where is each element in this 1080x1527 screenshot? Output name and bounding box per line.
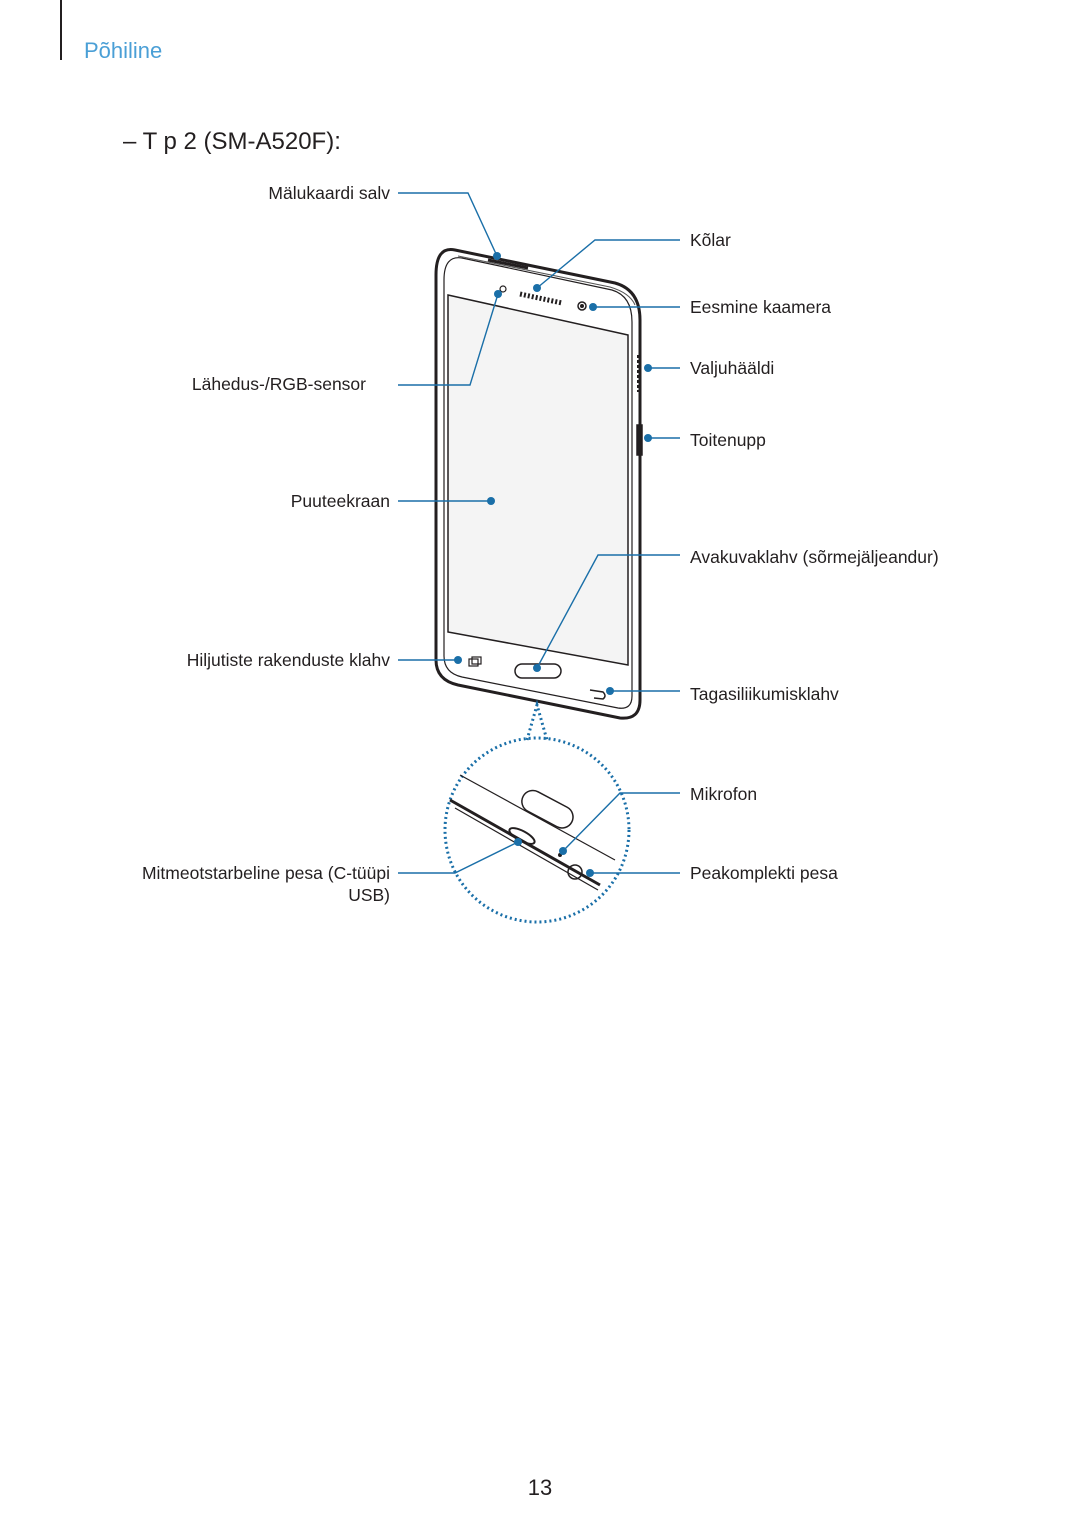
label-home-key: Avakuvaklahv (sõrmejäljeandur) xyxy=(690,547,939,567)
label-back-key: Tagasiliikumisklahv xyxy=(690,684,839,704)
label-earphone-jack: Peakomplekti pesa xyxy=(690,863,838,883)
label-speaker: Kõlar xyxy=(690,230,731,250)
label-recent-apps-key: Hiljutiste rakenduste klahv xyxy=(186,650,390,670)
label-multipurpose-jack-line1: Mitmeotstarbeline pesa (C-tüüpi xyxy=(141,863,390,883)
label-touchscreen: Puuteekraan xyxy=(290,491,390,511)
label-multipurpose-jack-line2: USB) xyxy=(348,885,390,905)
section-title: Põhiline xyxy=(84,38,163,63)
label-memory-card-tray: Mälukaardi salv xyxy=(268,183,390,203)
label-front-camera: Eesmine kaamera xyxy=(690,297,832,317)
section-divider xyxy=(60,0,62,60)
label-microphone: Mikrofon xyxy=(690,784,758,804)
zoomed-bottom-edge xyxy=(449,774,616,891)
callout-dots xyxy=(454,252,652,877)
label-power-key: Toitenupp xyxy=(690,430,766,450)
page-number: 13 xyxy=(527,1475,553,1500)
zoom-pointer xyxy=(443,699,631,924)
label-proximity-sensor: Lähedus-/RGB-sensor xyxy=(191,374,366,394)
label-multipurpose-jack: Mitmeotstarbeline pesa (C-tüüpi USB) xyxy=(142,862,390,906)
model-heading: – T p 2 (SM-A520F): xyxy=(123,128,341,155)
callout-lines xyxy=(398,192,680,874)
label-volume-key: Valjuhääldi xyxy=(690,358,775,378)
phone-body xyxy=(434,248,643,720)
